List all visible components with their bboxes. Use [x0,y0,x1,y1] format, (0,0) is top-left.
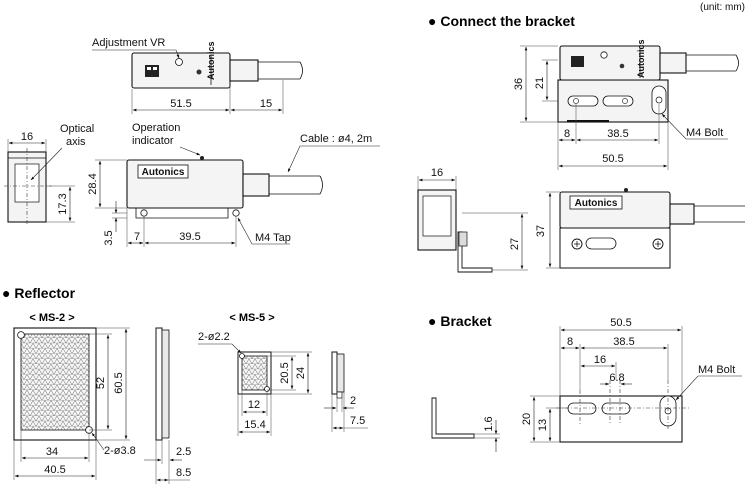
heading-connect-bracket: ● Connect the bracket [428,13,575,29]
dim-ms2-thick: 8.5 [176,467,191,479]
dim-ms2-inner-width: 34 [46,446,58,458]
connect-side-view: 16 27 [417,167,528,273]
bracket-profile: 1.6 [431,397,500,452]
reflector-ms2: < MS-2 > 52 60.5 34 40.5 2-ø3.8 [13,312,136,480]
bracket-front-view: 50.5 8 38.5 16 6.8 M4 Bolt 20 13 [521,317,742,443]
dim-ms5-inner-width: 12 [248,399,260,411]
connect-top-view: Autonics 36 21 8 38.5 50.5 M4 Bolt [513,39,739,170]
dim-ms2-outer-width: 40.5 [44,464,65,476]
dim-bracket-slot-pitch: 16 [594,354,606,366]
sensor-top-view: Autonics Adjustment VR 51.5 15 [92,37,303,114]
reflector-ms5-side: 2 7.5 [324,351,368,432]
heading-reflector: ● Reflector [2,285,76,301]
dim-axis-height: 17.3 [57,193,69,214]
dim-connect-edge: 8 [564,128,570,140]
dim-connect-front-height: 37 [535,225,547,237]
ms5-holes-label: 2-ø2.2 [198,331,230,343]
dim-tap-pitch: 39.5 [179,231,200,243]
operation-indicator-led [200,156,204,160]
dim-sensor-length: 51.5 [170,98,191,110]
dim-ms5-inner-height: 20.5 [279,362,291,383]
dim-ms5-thick: 7.5 [350,415,365,427]
operation-indicator-label-2: indicator [132,135,174,147]
ms5-title: < MS-5 > [229,312,274,324]
svg-text:Autonics: Autonics [206,41,216,80]
dim-ms5-outer-width: 15.4 [244,419,265,431]
dim-connect-overall: 50.5 [602,153,623,165]
dim-ms2-outer-height: 60.5 [113,372,125,393]
dim-bracket-slot-width: 6.8 [609,372,624,384]
dim-bracket-pitch: 38.5 [613,336,634,348]
dim-tap-height: 3.5 [103,230,115,245]
dim-ms2-thin: 2.5 [176,446,191,458]
dim-connect-side-height: 27 [509,238,521,250]
m4-bolt-connect-label: M4 Bolt [686,127,723,139]
operation-indicator-label-1: Operation [132,122,180,134]
dim-bracket-hole-height: 13 [537,419,549,431]
dim-bracket-overall: 50.5 [610,317,631,329]
sensor-front-view: Autonics Operation indicator Cable : ø4,… [87,122,380,247]
dim-sensor-height: 28.4 [87,173,99,194]
dim-cable-relief: 15 [260,98,272,110]
connect-front-view: Autonics 37 [535,188,745,269]
reflector-ms5: < MS-5 > 2-ø2.2 20.5 24 12 15.4 [198,312,312,436]
heading-bracket: ● Bracket [428,313,492,329]
sensor-brand-logo: Autonics [142,167,185,178]
dim-bracket-edge: 8 [567,336,573,348]
dim-ms5-outer-height: 24 [295,367,307,379]
bracket-slot-right [601,402,631,415]
ms2-holes-label: 2-ø3.8 [104,445,136,457]
dim-bracket-thickness: 1.6 [483,416,495,431]
m4-tap-label: M4 Tap [255,232,291,244]
dim-connect-height: 36 [513,78,525,90]
adjustment-vr-label: Adjustment VR [92,37,165,49]
bracket-slot-left [567,402,597,415]
dim-connect-pitch: 38.5 [607,128,628,140]
svg-text:Autonics: Autonics [636,39,646,78]
ms2-title: < MS-2 > [29,312,74,324]
dim-bracket-height: 20 [521,413,533,425]
dim-sensor-width: 16 [21,131,33,143]
dim-ms2-inner-height: 52 [95,377,107,389]
dim-mount-height: 21 [534,77,546,89]
sensor-end-view: 16 17.3 Optical axis [4,123,94,226]
optical-axis-label-1: Optical [60,123,94,135]
optical-axis-label-2: axis [66,136,86,148]
connect-brand-logo: Autonics [575,198,618,209]
adjustment-vr-knob [175,58,183,66]
unit-note: (unit: mm) [700,2,745,13]
cable-label: Cable : ø4, 2m [300,133,372,145]
dim-connect-side-width: 16 [431,167,443,179]
dim-tap-offset: 7 [134,231,140,243]
m4-bolt-bracket-label: M4 Bolt [698,364,735,376]
reflector-ms2-side: 2.5 8.5 [144,327,191,484]
dim-ms5-thin: 2 [350,395,356,407]
